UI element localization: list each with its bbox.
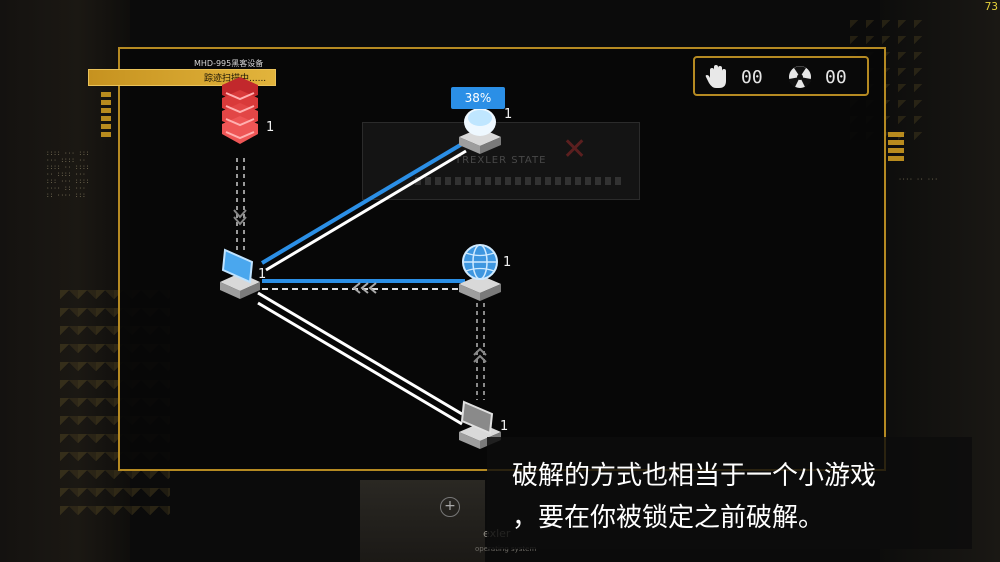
subtitle-box [487, 437, 972, 549]
add-icon: + [440, 497, 460, 517]
corner-readout: 73 [984, 0, 998, 13]
link-entry-to-hub [233, 158, 247, 250]
link-globe-to-terminal [473, 303, 487, 400]
subtitle-line-1: 破解的方式也相当于一个小游戏 [512, 461, 877, 491]
nuke-count: 00 [825, 67, 847, 88]
terminal-bottom-icon[interactable] [459, 400, 501, 449]
stop-worm-count: 00 [741, 67, 763, 88]
trace-status: 踪迹扫描中...... [204, 74, 267, 84]
terminal-node-count: 1 [500, 419, 509, 434]
link-hub-to-globe [262, 279, 465, 294]
device-header-bar [88, 69, 276, 86]
background-progress-bar [415, 177, 625, 185]
right-level-bars [888, 132, 904, 164]
registry-orb-icon[interactable] [459, 108, 501, 154]
background-window-title: TREXLER STATE [455, 155, 547, 166]
link-hub-to-terminal [257, 291, 463, 426]
side-data-text: :::: ··· :::··· :::: ··:::: ·· ::::·· ::… [46, 150, 90, 199]
left-level-bars [101, 92, 111, 140]
stop-worm-hand-icon[interactable] [705, 64, 729, 94]
globe-icon[interactable] [459, 244, 501, 301]
side-data-text-right: ···· ·· ··· [898, 176, 938, 183]
nuke-virus-icon[interactable] [787, 64, 813, 94]
device-name: MHD-995黑客设备 [194, 59, 264, 68]
entry-stack-icon[interactable] [222, 77, 258, 144]
item-counters: 00 00 [693, 56, 869, 96]
entry-node-count: 1 [266, 120, 275, 135]
link-hub-to-registry-captured [260, 142, 467, 272]
background-caption: operating system [475, 545, 537, 553]
background-device [360, 480, 485, 562]
globe-node-count: 1 [503, 255, 512, 270]
background-close-icon: ✕ [562, 132, 588, 167]
subtitle-line-2: ，要在你被锁定之前破解。 [512, 503, 825, 533]
registry-node-count: 1 [504, 107, 513, 122]
hub-terminal-icon[interactable] [220, 248, 260, 299]
capture-progress-badge: 38% [451, 87, 505, 109]
hub-node-count: 1 [258, 267, 267, 282]
